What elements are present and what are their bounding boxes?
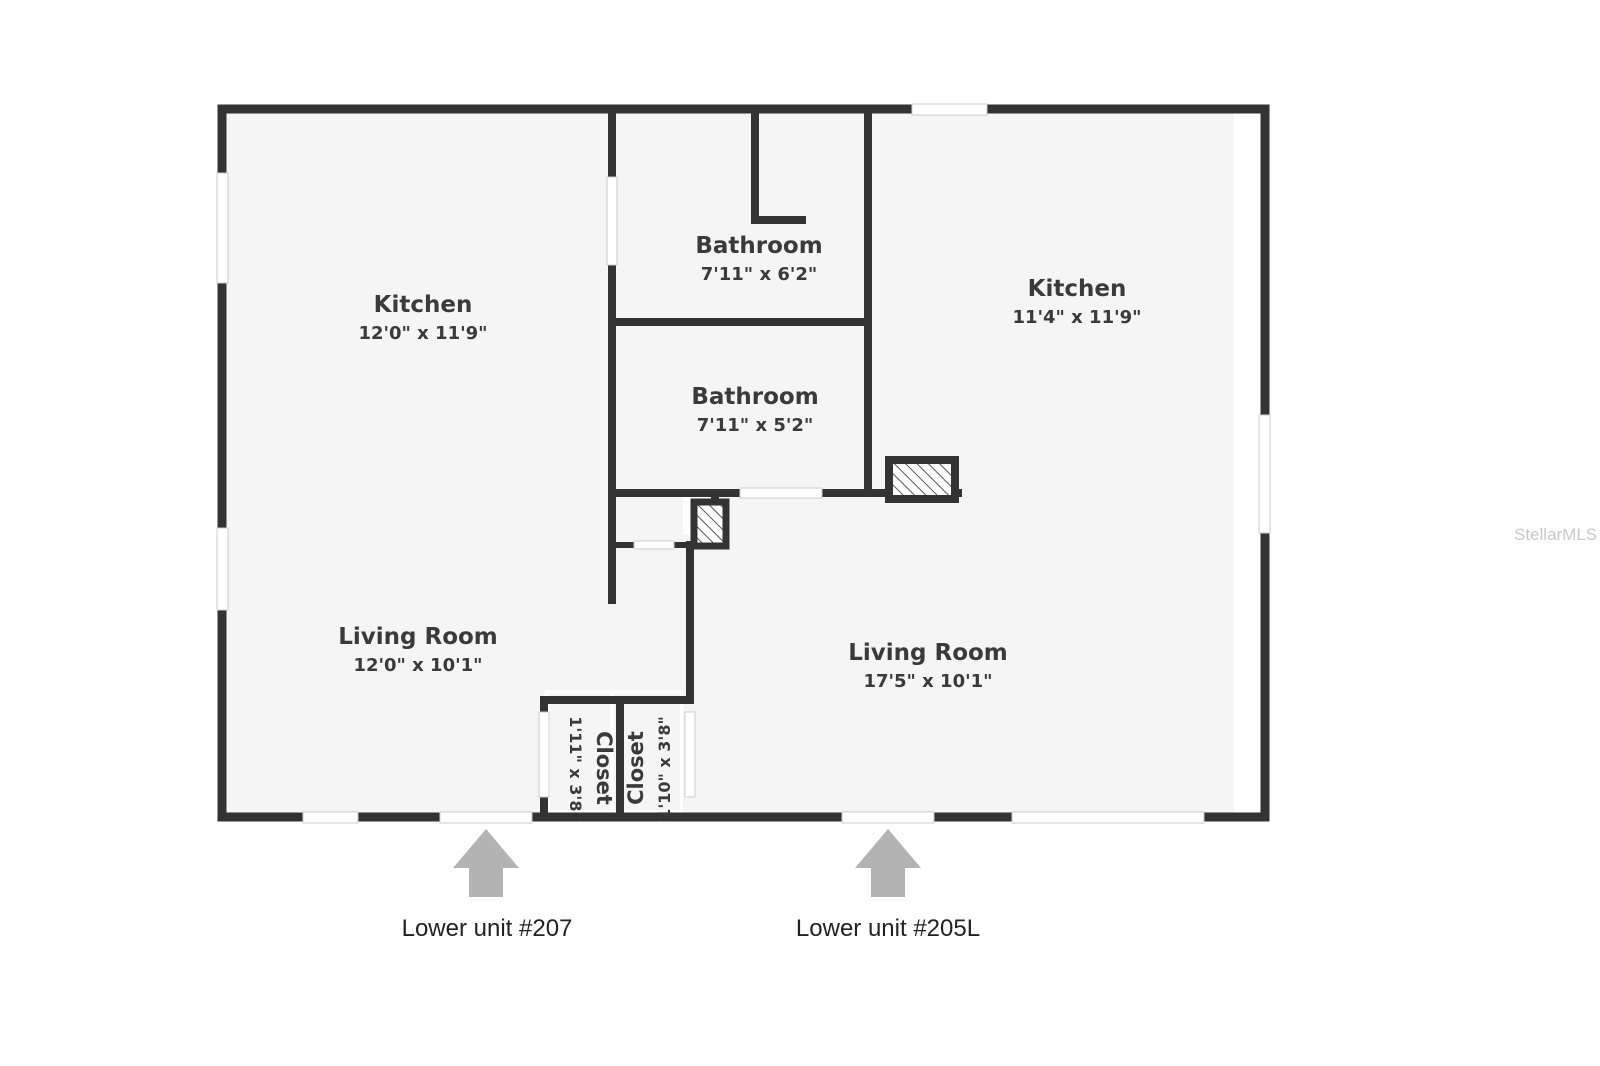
entry-label-207: Lower unit #207 xyxy=(402,915,573,942)
closet-right-label: Closet 1'10" x 3'8" xyxy=(624,716,674,820)
window-bottom-right xyxy=(1011,811,1205,824)
closet-door-right xyxy=(684,711,696,798)
right-kitchen-dims: 11'4" x 11'9" xyxy=(1012,307,1141,328)
closet-door-left xyxy=(538,711,550,798)
bathroom-upper-name: Bathroom xyxy=(695,233,822,259)
window-bottom-left xyxy=(302,811,359,824)
door-bottom-205l xyxy=(841,811,935,824)
closet-right-name: Closet xyxy=(624,731,648,805)
closet-left-name: Closet xyxy=(592,731,616,805)
hatched-chimney-icon xyxy=(690,498,730,550)
entry-labels: Lower unit #207 Lower unit #205L xyxy=(402,915,980,942)
hall-opening xyxy=(633,540,675,550)
bathroom-upper-dims: 7'11" x 6'2" xyxy=(701,264,818,285)
closet-left-label: Closet 1'11" x 3'8" xyxy=(566,716,616,820)
left-living-name: Living Room xyxy=(338,624,498,650)
hatched-blocks xyxy=(690,456,959,550)
bathroom-lower-dims: 7'11" x 5'2" xyxy=(697,415,814,436)
bathroom-upper-floor xyxy=(612,113,868,320)
window-top-right xyxy=(911,103,988,116)
window-right-side xyxy=(1258,414,1271,534)
room-labels: Kitchen 12'0" x 11'9" Living Room 12'0" … xyxy=(338,233,1141,820)
closet-right-dims: 1'10" x 3'8" xyxy=(655,716,674,820)
hatched-chimney-icon xyxy=(885,456,959,503)
entry-arrows xyxy=(453,829,921,897)
left-living-dims: 12'0" x 10'1" xyxy=(353,655,482,676)
bath-door-opening xyxy=(739,487,823,499)
up-arrow-icon xyxy=(453,829,519,897)
left-unit-floor xyxy=(225,113,683,813)
closet-left-floor xyxy=(550,694,610,810)
up-arrow-icon xyxy=(855,829,921,897)
closet-right-floor xyxy=(614,694,680,810)
bathroom-lower-floor xyxy=(612,320,868,490)
openings xyxy=(216,103,1271,824)
window-left-lower xyxy=(216,527,229,611)
wall-shower-partition xyxy=(751,109,806,224)
right-living-dims: 17'5" x 10'1" xyxy=(863,671,992,692)
right-living-name: Living Room xyxy=(848,640,1008,666)
window-inner-left xyxy=(606,176,618,266)
bathroom-lower-name: Bathroom xyxy=(691,384,818,410)
window-left-upper xyxy=(216,172,229,284)
floor-areas xyxy=(225,113,1234,813)
closet-left-dims: 1'11" x 3'8" xyxy=(566,716,585,820)
watermark: StellarMLS xyxy=(1514,525,1597,544)
left-kitchen-dims: 12'0" x 11'9" xyxy=(358,323,487,344)
left-kitchen-name: Kitchen xyxy=(374,292,473,318)
right-kitchen-name: Kitchen xyxy=(1028,276,1127,302)
entry-label-205l: Lower unit #205L xyxy=(796,915,980,942)
door-bottom-207 xyxy=(439,811,533,824)
